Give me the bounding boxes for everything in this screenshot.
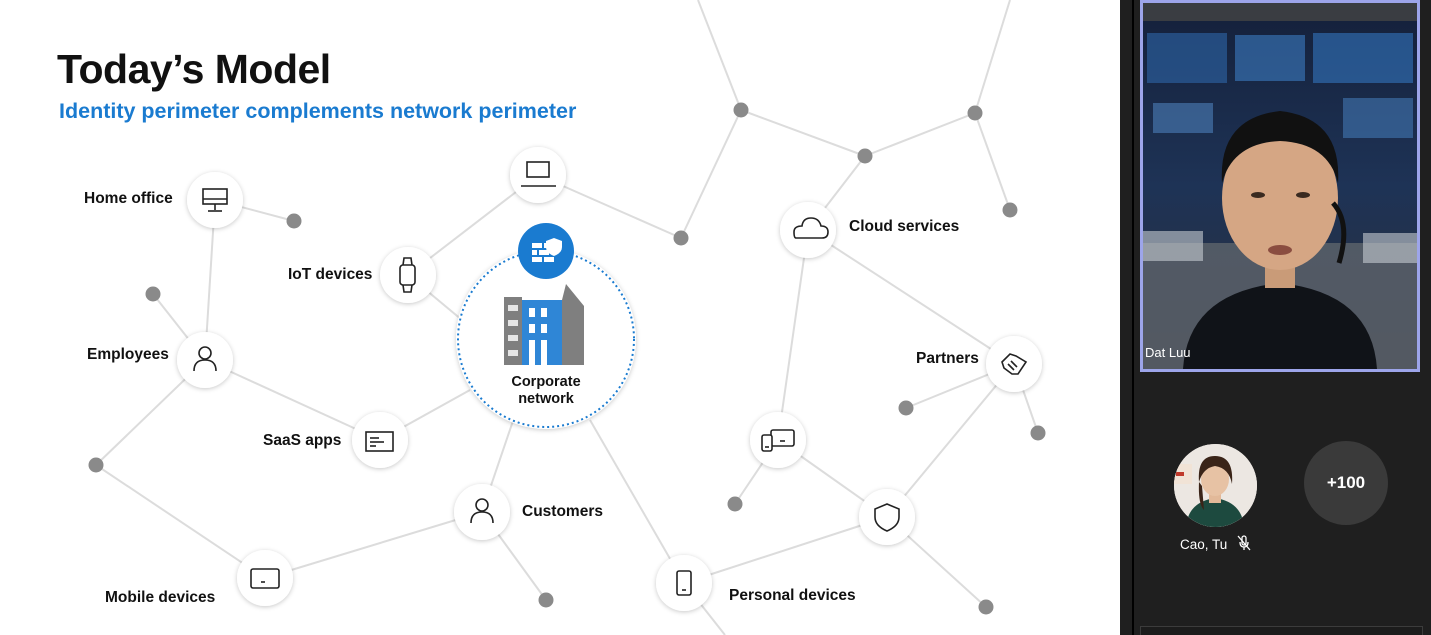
mic-off-icon [1237, 535, 1251, 551]
participant-photo [1174, 444, 1257, 527]
node-personal-devices [656, 555, 712, 611]
label-personal-devices: Personal devices [729, 587, 856, 604]
node-devices [750, 412, 806, 468]
shield-icon [874, 503, 900, 532]
label-home-office: Home office [84, 190, 173, 207]
node-partners [986, 336, 1042, 392]
node-laptop [510, 147, 566, 203]
label-partners: Partners [916, 350, 979, 367]
participant-avatar[interactable] [1174, 444, 1257, 527]
node-mobile-devices [237, 550, 293, 606]
node-iot-devices [380, 247, 436, 303]
cloud-icon [793, 217, 829, 239]
node-customers [454, 484, 510, 540]
node-saas-apps [352, 412, 408, 468]
presenter-video-feed [1143, 3, 1417, 369]
laptop-icon [521, 161, 556, 187]
phone-icon [676, 570, 692, 596]
app-window-icon [365, 431, 394, 452]
person-icon [193, 346, 217, 372]
slide-title: Today’s Model [57, 46, 331, 92]
label-iot-devices: IoT devices [288, 266, 373, 283]
label-cloud-services: Cloud services [849, 218, 960, 235]
desktop-icon [202, 188, 228, 212]
handshake-icon [1001, 353, 1028, 375]
presenter-name: Dat Luu [1145, 345, 1191, 360]
tablet-icon [250, 568, 280, 589]
network-diagram [88, 0, 1046, 635]
person-icon [470, 498, 494, 524]
node-cloud-services [780, 202, 836, 258]
label-customers: Customers [522, 503, 603, 520]
building-icon [504, 284, 584, 365]
meeting-bottom-bar [1140, 626, 1423, 635]
presenter-video-tile[interactable] [1140, 0, 1420, 372]
participant-name: Cao, Tu [1180, 537, 1228, 552]
node-security [859, 489, 915, 545]
label-saas-apps: SaaS apps [263, 432, 342, 449]
node-home-office [187, 172, 243, 228]
label-mobile-devices: Mobile devices [105, 589, 216, 606]
label-corporate-network: Corporate network [511, 374, 581, 407]
endpoint-dots [88, 102, 1046, 615]
label-employees: Employees [87, 346, 169, 363]
corporate-network-hub [456, 223, 636, 429]
smartwatch-icon [399, 257, 416, 293]
devices-icon [761, 429, 795, 452]
presentation-slide: Today’s Model Identity perimeter complem… [0, 0, 1120, 635]
firewall-badge-icon [518, 223, 574, 279]
slide-subtitle: Identity perimeter complements network p… [59, 99, 577, 123]
more-participants-button[interactable]: +100 [1304, 441, 1388, 525]
panel-divider [1132, 0, 1134, 635]
node-employees [177, 332, 233, 388]
